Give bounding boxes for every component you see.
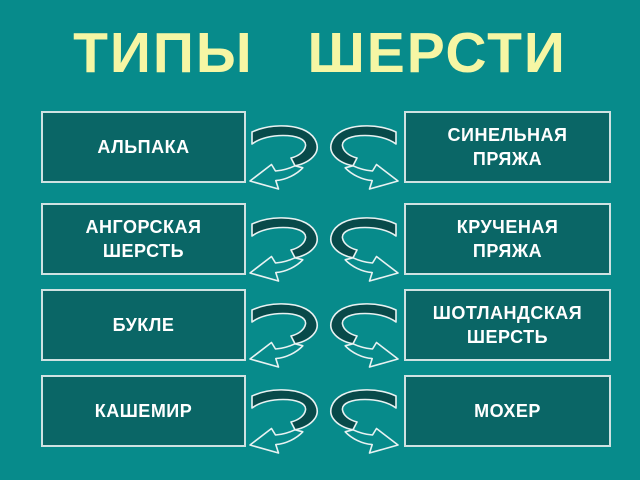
box-label-line: АЛЬПАКА (97, 136, 190, 157)
curved-arrow-left-icon (249, 125, 319, 190)
box-label: АНГОРСКАЯ ШЕРСТЬ (86, 215, 202, 264)
box-label-line: ПРЯЖА (472, 241, 543, 261)
wool-row-2: АНГОРСКАЯ ШЕРСТЬ КРУЧЕНАЯ ПРЯЖА (0, 203, 640, 282)
box-label-line: КАШЕМИР (94, 400, 193, 421)
box-label: КАШЕМИР (95, 399, 193, 423)
box-label: СИНЕЛЬНАЯ ПРЯЖА (448, 123, 568, 172)
box-label-line: ШОТЛАНДСКАЯ (432, 302, 583, 323)
arrow-pair (249, 125, 399, 190)
box-label: ШОТЛАНДСКАЯ ШЕРСТЬ (433, 301, 583, 350)
wool-box-kashemir: КАШЕМИР (41, 375, 246, 447)
slide-title: ТИПЫ ШЕРСТИ (73, 21, 567, 85)
wool-box-bukle: БУКЛЕ (41, 289, 246, 361)
curved-arrow-left-icon (249, 389, 319, 454)
arrow-pair (249, 303, 399, 368)
box-label-line: ШЕРСТЬ (466, 327, 549, 347)
box-label: АЛЬПАКА (97, 135, 189, 159)
wool-row-4: КАШЕМИР МОХЕР (0, 375, 640, 454)
wool-box-moher: МОХЕР (404, 375, 611, 447)
box-label-line: АНГОРСКАЯ (85, 216, 202, 237)
box-label-line: СИНЕЛЬНАЯ (447, 124, 568, 145)
box-label-line: ПРЯЖА (472, 149, 543, 169)
curved-arrow-left-icon (249, 217, 319, 282)
wool-box-kruchenaya-pryazha: КРУЧЕНАЯ ПРЯЖА (404, 203, 611, 275)
box-label-line: ШЕРСТЬ (102, 241, 185, 261)
box-label: МОХЕР (474, 399, 541, 423)
curved-arrow-right-icon (329, 303, 399, 368)
box-label-line: КРУЧЕНАЯ (456, 216, 559, 237)
curved-arrow-right-icon (329, 217, 399, 282)
wool-row-1: АЛЬПАКА СИНЕЛЬНАЯ ПРЯЖА (0, 111, 640, 190)
wool-box-alpaka: АЛЬПАКА (41, 111, 246, 183)
wool-row-3: БУКЛЕ ШОТЛАНДСКАЯ ШЕРСТЬ (0, 289, 640, 368)
wool-box-shotlandskaya-sherst: ШОТЛАНДСКАЯ ШЕРСТЬ (404, 289, 611, 361)
curved-arrow-left-icon (249, 303, 319, 368)
curved-arrow-right-icon (329, 125, 399, 190)
box-label-line: МОХЕР (474, 400, 541, 421)
box-label-line: БУКЛЕ (112, 314, 175, 335)
curved-arrow-right-icon (329, 389, 399, 454)
wool-box-sinelnaya-pryazha: СИНЕЛЬНАЯ ПРЯЖА (404, 111, 611, 183)
box-label: КРУЧЕНАЯ ПРЯЖА (457, 215, 559, 264)
arrow-pair (249, 217, 399, 282)
wool-box-angorskaya-sherst: АНГОРСКАЯ ШЕРСТЬ (41, 203, 246, 275)
box-label: БУКЛЕ (113, 313, 175, 337)
arrow-pair (249, 389, 399, 454)
